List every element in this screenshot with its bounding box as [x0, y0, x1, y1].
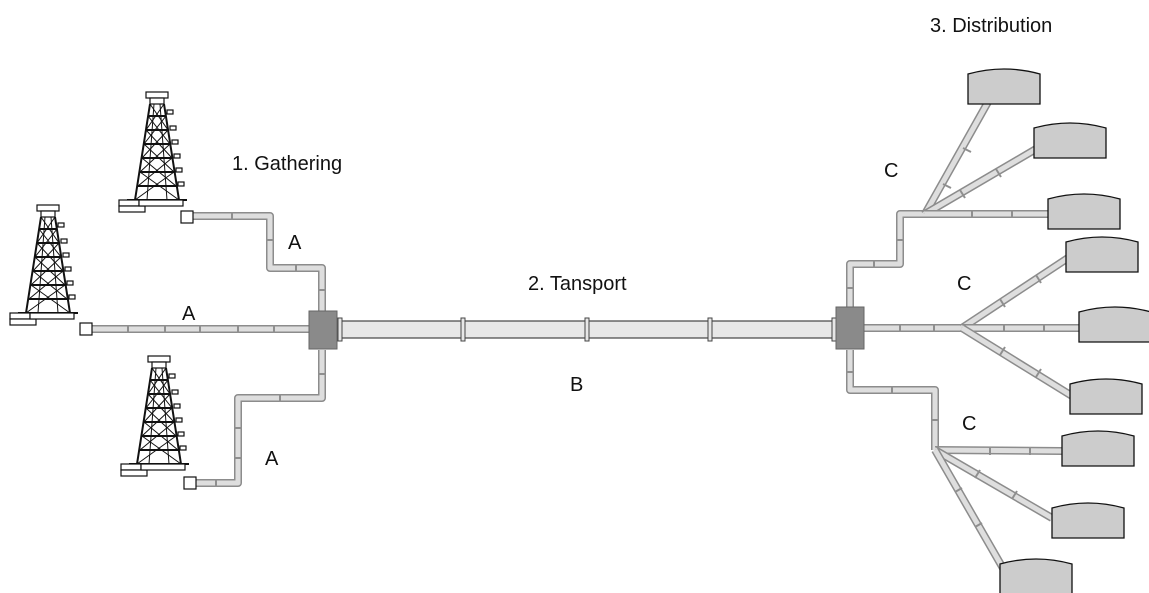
storage-tank: [1078, 306, 1149, 343]
segment-label-a-upper: A: [288, 232, 302, 254]
storage-tank: [1061, 430, 1135, 467]
gathering-pipes: [92, 212, 326, 487]
pipe-flange: [460, 317, 466, 342]
oil-well-middle: [9, 204, 93, 336]
junction-hub-distribution: [835, 306, 865, 350]
transport-pipeline: [337, 317, 839, 342]
junction-hub-gathering: [308, 310, 338, 350]
segment-label-a-middle: A: [182, 303, 196, 325]
segment-label-c-lower: C: [962, 413, 976, 435]
storage-tank: [999, 558, 1073, 593]
oil-well-lower: [120, 355, 197, 490]
storage-tank: [1051, 502, 1125, 539]
pipe-flange: [584, 317, 590, 342]
stage-title-gathering: 1. Gathering: [232, 153, 342, 175]
distribution-pipes: [846, 100, 1080, 572]
pipe-joints: [846, 147, 1045, 528]
storage-tank: [1033, 122, 1107, 159]
storage-tank: [1069, 378, 1143, 415]
pipe-flange: [831, 317, 837, 342]
storage-tank: [967, 68, 1041, 105]
stage-title-transport: 2. Tansport: [528, 273, 627, 295]
pipe-flange: [337, 317, 343, 342]
oil-well-upper: [118, 91, 194, 224]
storage-tank: [1065, 236, 1139, 273]
segment-label-b: B: [570, 374, 583, 396]
pipe-joints: [127, 212, 326, 487]
segment-label-a-lower: A: [265, 448, 279, 470]
segment-label-c-middle: C: [957, 273, 971, 295]
storage-tank: [1047, 193, 1121, 230]
stage-title-distribution: 3. Distribution: [930, 15, 1052, 37]
segment-label-c-upper: C: [884, 160, 898, 182]
pipe-flange: [707, 317, 713, 342]
